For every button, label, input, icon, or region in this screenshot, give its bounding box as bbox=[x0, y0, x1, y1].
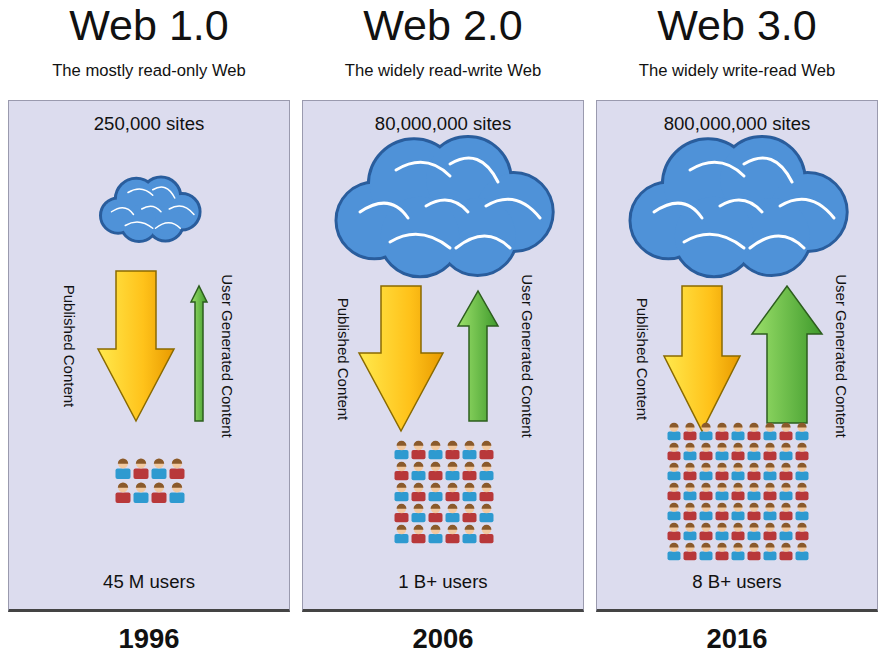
year-label: 2006 bbox=[303, 623, 583, 655]
flow-arrow bbox=[752, 286, 822, 423]
era-panel: Web 2.0The widely read-write Web80,000,0… bbox=[302, 100, 584, 612]
flow-label: User Generated Content bbox=[518, 274, 535, 437]
flow-arrow bbox=[359, 286, 443, 431]
flow-label: User Generated Content bbox=[218, 274, 235, 437]
flow-label: Published Content bbox=[60, 285, 77, 408]
flow-arrow bbox=[191, 286, 207, 421]
column-heading: Web 3.0 bbox=[597, 1, 877, 51]
era-panel: Web 1.0The mostly read-only Web250,000 s… bbox=[8, 100, 290, 612]
column-subtitle: The widely read-write Web bbox=[303, 61, 583, 80]
column-subtitle: The widely write-read Web bbox=[597, 61, 877, 80]
site-count: 800,000,000 sites bbox=[597, 113, 877, 134]
site-count: 250,000 sites bbox=[9, 113, 289, 134]
user-crowd bbox=[116, 458, 185, 503]
era-panel: Web 3.0The widely write-read Web800,000,… bbox=[596, 100, 878, 612]
panel-illustration bbox=[9, 101, 291, 613]
cloud-icon bbox=[336, 136, 553, 276]
flow-arrow bbox=[458, 291, 498, 421]
user-crowd bbox=[668, 423, 809, 560]
year-label: 2016 bbox=[597, 623, 877, 655]
flow-label: Published Content bbox=[633, 298, 650, 421]
user-count: 1 B+ users bbox=[303, 571, 583, 592]
flow-label: Published Content bbox=[334, 298, 351, 421]
cloud-icon bbox=[101, 177, 201, 241]
column-heading: Web 1.0 bbox=[9, 1, 289, 51]
year-label: 1996 bbox=[9, 623, 289, 655]
user-count: 45 M users bbox=[9, 571, 289, 592]
cloud-icon bbox=[630, 136, 847, 276]
flow-arrow bbox=[664, 286, 740, 431]
flow-label: User Generated Content bbox=[832, 274, 849, 437]
column-heading: Web 2.0 bbox=[303, 1, 583, 51]
user-crowd bbox=[395, 441, 494, 543]
user-count: 8 B+ users bbox=[597, 571, 877, 592]
column-subtitle: The mostly read-only Web bbox=[9, 61, 289, 80]
flow-arrow bbox=[98, 271, 174, 421]
site-count: 80,000,000 sites bbox=[303, 113, 583, 134]
